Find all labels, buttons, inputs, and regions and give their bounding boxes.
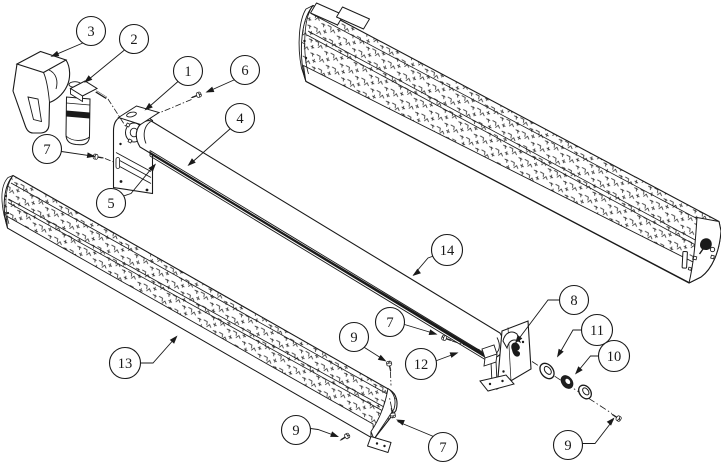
callout-3: 3 bbox=[75, 15, 107, 47]
callout-7-a: 7 bbox=[31, 133, 63, 165]
bottom-ramp-left-end bbox=[1, 175, 14, 229]
right-bracket-foot bbox=[479, 374, 515, 392]
bottom-ramp-section bbox=[1, 174, 398, 453]
callout-label: 14 bbox=[440, 243, 455, 259]
callout-label: 5 bbox=[107, 196, 114, 212]
callout-label: 1 bbox=[184, 64, 191, 80]
callout-7-c: 7 bbox=[427, 431, 459, 463]
bushing bbox=[560, 375, 574, 389]
latch-hook bbox=[511, 342, 521, 357]
callout-label: 7 bbox=[43, 142, 50, 158]
callout-label: 6 bbox=[241, 63, 248, 79]
callout-11: 11 bbox=[580, 313, 614, 347]
washer bbox=[578, 384, 592, 400]
callout-label: 12 bbox=[414, 357, 429, 373]
washer bbox=[539, 362, 555, 380]
bottom-ramp-face bbox=[3, 174, 398, 440]
bottom-ramp-seam-lines bbox=[7, 182, 393, 411]
screw bbox=[92, 153, 106, 162]
screw bbox=[188, 90, 203, 102]
callout-2: 2 bbox=[118, 23, 150, 55]
alignment-lines bbox=[104, 98, 483, 408]
lock-handle bbox=[12, 50, 71, 134]
top-ramp-section bbox=[298, 2, 721, 284]
callout-label: 2 bbox=[130, 32, 137, 48]
callout-label: 8 bbox=[570, 293, 577, 309]
right-mount-bracket bbox=[479, 320, 532, 392]
callout-9-b: 9 bbox=[280, 414, 312, 446]
callout-14: 14 bbox=[430, 233, 464, 267]
bottom-ramp-foot bbox=[367, 436, 392, 453]
callout-label: 7 bbox=[439, 440, 446, 456]
callout-4: 4 bbox=[224, 102, 256, 134]
top-ramp-hinge-tab bbox=[336, 6, 370, 30]
callout-label: 10 bbox=[607, 349, 622, 365]
callout-9-a: 9 bbox=[338, 321, 370, 353]
spring-plunger bbox=[65, 80, 108, 146]
callout-12: 12 bbox=[404, 347, 438, 381]
callout-9-c: 9 bbox=[552, 429, 584, 461]
callout-label: 9 bbox=[350, 330, 357, 346]
callout-label: 4 bbox=[236, 111, 244, 127]
callout-13: 13 bbox=[108, 346, 142, 380]
support-rod bbox=[149, 150, 487, 361]
callout-6: 6 bbox=[229, 54, 261, 86]
callout-7-b: 7 bbox=[374, 306, 406, 338]
washer-stack bbox=[531, 361, 613, 414]
callout-5: 5 bbox=[95, 187, 127, 219]
left-bracket-top-flange bbox=[117, 105, 161, 126]
callout-label: 3 bbox=[87, 24, 94, 40]
top-ramp-face bbox=[300, 4, 721, 284]
top-ramp-right-end-plate bbox=[688, 217, 721, 284]
top-ramp-seam-lines bbox=[306, 13, 718, 253]
callout-10: 10 bbox=[597, 339, 631, 373]
top-ramp-latch bbox=[681, 238, 716, 271]
plunger-pin bbox=[95, 90, 108, 100]
callout-balloons: 3 2 1 6 4 7 5 14 bbox=[31, 15, 631, 463]
callout-8: 8 bbox=[558, 284, 590, 316]
callout-label: 7 bbox=[386, 315, 393, 331]
screw bbox=[337, 431, 352, 444]
top-ramp-left-end bbox=[298, 5, 314, 82]
screw bbox=[385, 360, 395, 374]
left-bracket-gusset bbox=[115, 152, 152, 184]
callout-label: 9 bbox=[292, 423, 299, 439]
callout-label: 11 bbox=[590, 323, 604, 339]
callout-label: 9 bbox=[564, 438, 571, 454]
callout-1: 1 bbox=[172, 55, 204, 87]
tube-strap bbox=[502, 331, 522, 350]
callout-label: 13 bbox=[118, 356, 133, 372]
